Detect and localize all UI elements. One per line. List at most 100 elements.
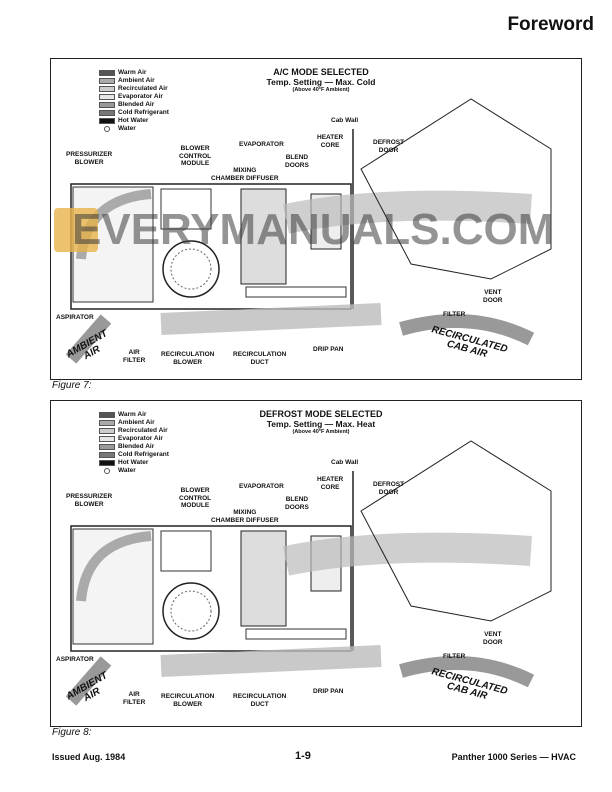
legend-swatch — [99, 94, 115, 100]
legend-item: Warm Air — [99, 411, 169, 419]
recirculation-duct-flow — [160, 303, 382, 335]
blower-wheel-vanes — [170, 590, 212, 632]
footer-series: Panther 1000 Series — HVAC — [451, 752, 576, 762]
label-defrost-door: DEFROST DOOR — [373, 481, 405, 496]
recirculation-duct-flow — [160, 645, 382, 677]
label-cab-wall: Cab Wall — [331, 117, 359, 124]
legend-item: Evaporator Air — [99, 435, 169, 443]
label-heater-core: HEATER CORE — [317, 134, 344, 149]
label-blend-doors: BLEND DOORS — [285, 154, 309, 169]
airflow-to-cab — [282, 532, 532, 576]
legend-label: Warm Air — [118, 69, 147, 76]
drip-pan — [245, 628, 347, 640]
figure-note: (Above 40°F Ambient) — [292, 429, 350, 435]
legend-item: Hot Water — [99, 117, 169, 125]
watermark: EVERYMANUALS.COM — [72, 205, 555, 254]
legend-label: Blended Air — [118, 443, 155, 450]
legend-item: Cold Refrigerant — [99, 109, 169, 117]
legend-label: Water — [118, 125, 136, 132]
legend-swatch — [99, 86, 115, 92]
legend-label: Recirculated Air — [118, 427, 168, 434]
legend-label: Ambient Air — [118, 77, 155, 84]
legend-swatch — [99, 412, 115, 418]
figure-caption: Figure 8: — [52, 727, 92, 738]
figure-title-block: DEFROST MODE SELECTED Temp. Setting — Ma… — [231, 409, 411, 435]
legend-swatch — [99, 70, 115, 76]
label-recirculation-blower: RECIRCULATION BLOWER — [161, 693, 215, 708]
figure-subtitle: Temp. Setting — Max. Cold — [266, 77, 376, 87]
label-cab-wall: Cab Wall — [331, 459, 359, 466]
legend-item: Blended Air — [99, 101, 169, 109]
figure-caption: Figure 7: — [52, 380, 92, 391]
label-filter: FILTER — [443, 311, 466, 318]
label-air-filter: AIR FILTER — [123, 349, 146, 364]
hvac-diagram-drawing — [65, 440, 552, 706]
label-evaporator: EVAPORATOR — [239, 483, 284, 490]
figure-subtitle: Temp. Setting — Max. Heat — [266, 419, 376, 429]
blower-control-module-box — [160, 530, 212, 572]
label-mixing-chamber-diffuser: MIXING CHAMBER DIFFUSER — [211, 509, 279, 524]
legend-item: Water — [99, 125, 169, 133]
label-recirculation-duct: RECIRCULATION DUCT — [233, 351, 287, 366]
legend-label: Cold Refrigerant — [118, 109, 169, 116]
label-heater-core: HEATER CORE — [317, 476, 344, 491]
legend-swatch — [99, 444, 115, 450]
label-aspirator: ASPIRATOR — [56, 656, 94, 663]
legend-swatch — [99, 102, 115, 108]
legend-label: Water — [118, 467, 136, 474]
label-filter: FILTER — [443, 653, 466, 660]
legend-label: Blended Air — [118, 101, 155, 108]
label-aspirator: ASPIRATOR — [56, 314, 94, 321]
legend-label: Hot Water — [118, 459, 149, 466]
evaporator-core — [240, 188, 287, 285]
legend-swatch — [99, 78, 115, 84]
label-drip-pan: DRIP PAN — [313, 688, 344, 695]
legend-label: Recirculated Air — [118, 85, 168, 92]
label-blend-doors: BLEND DOORS — [285, 496, 309, 511]
figure-title-block: A/C MODE SELECTED Temp. Setting — Max. C… — [231, 67, 411, 93]
legend-item: Water — [99, 467, 169, 475]
figure-title: DEFROST MODE SELECTED — [259, 409, 383, 419]
legend-swatch — [99, 436, 115, 442]
legend-swatch — [104, 468, 110, 474]
blower-control-module-box — [160, 188, 212, 230]
legend-label: Evaporator Air — [118, 93, 163, 100]
figure-note: (Above 40°F Ambient) — [292, 87, 350, 93]
legend-item: Warm Air — [99, 69, 169, 77]
figure-title: A/C MODE SELECTED — [273, 67, 369, 77]
legend-item: Recirculated Air — [99, 85, 169, 93]
legend-item: Evaporator Air — [99, 93, 169, 101]
watermark-logo-icon — [54, 208, 98, 252]
label-pressurizer-blower: PRESSURIZER BLOWER — [66, 493, 113, 508]
legend-swatch — [99, 110, 115, 116]
legend-swatch — [104, 126, 110, 132]
legend-item: Blended Air — [99, 443, 169, 451]
label-drip-pan: DRIP PAN — [313, 346, 344, 353]
page-header-title: Foreword — [507, 14, 594, 35]
dash-outline — [360, 98, 552, 280]
ambient-air-arrow — [65, 314, 112, 364]
legend-swatch — [99, 420, 115, 426]
label-recirculation-duct: RECIRCULATION DUCT — [233, 693, 287, 708]
label-evaporator: EVAPORATOR — [239, 141, 284, 148]
drip-pan — [245, 286, 347, 298]
evaporator-core — [240, 530, 287, 627]
ambient-air-arrow — [65, 656, 112, 706]
legend-label: Cold Refrigerant — [118, 451, 169, 458]
legend-swatch — [99, 452, 115, 458]
legend-swatch — [99, 118, 115, 124]
legend-label: Ambient Air — [118, 419, 155, 426]
label-blower-control-module: BLOWER CONTROL MODULE — [179, 487, 212, 509]
legend-item: Cold Refrigerant — [99, 451, 169, 459]
airflow-to-cab — [282, 190, 532, 234]
housing-outline — [70, 525, 352, 652]
label-blower-control-module: BLOWER CONTROL MODULE — [179, 145, 212, 167]
label-air-filter: AIR FILTER — [123, 691, 146, 706]
legend-item: Hot Water — [99, 459, 169, 467]
dash-outline — [360, 440, 552, 622]
blower-wheel-vanes — [170, 248, 212, 290]
